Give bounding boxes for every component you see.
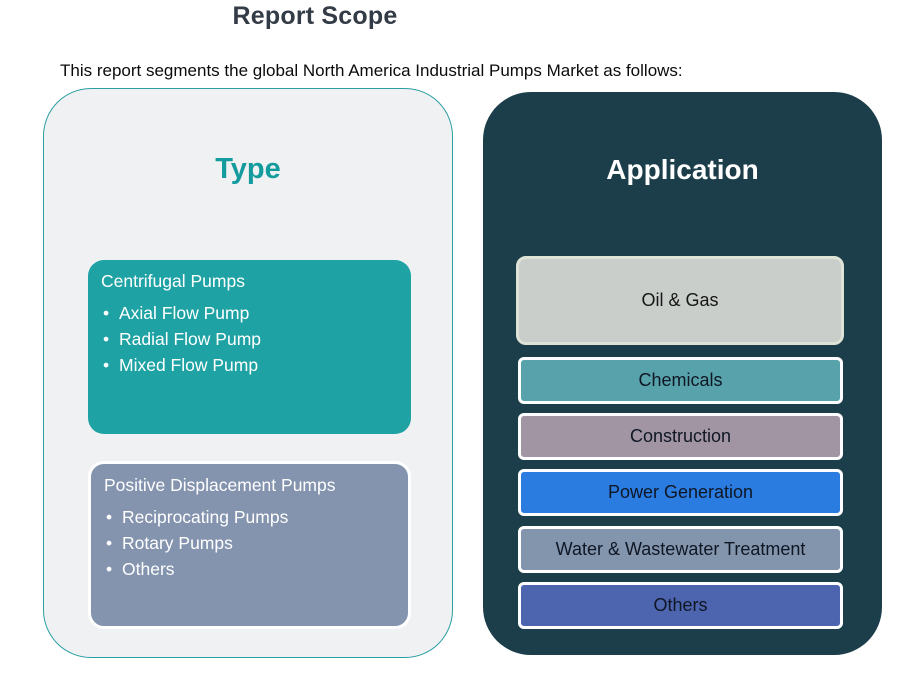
- list-item: Axial Flow Pump: [101, 300, 398, 326]
- positive-displacement-heading: Positive Displacement Pumps: [104, 475, 336, 495]
- positive-displacement-pumps-box: Positive Displacement Pumps Reciprocatin…: [88, 461, 411, 629]
- list-item: Reciprocating Pumps: [104, 504, 395, 530]
- list-item: Others: [104, 556, 395, 582]
- application-panel-title: Application: [606, 154, 759, 185]
- list-item: Mixed Flow Pump: [101, 352, 398, 378]
- list-item: Rotary Pumps: [104, 530, 395, 556]
- application-item-others: Others: [518, 582, 843, 629]
- type-panel-title: Type: [215, 153, 281, 185]
- application-item-construction: Construction: [518, 413, 843, 460]
- centrifugal-pumps-list: Axial Flow Pump Radial Flow Pump Mixed F…: [101, 300, 398, 378]
- positive-displacement-list: Reciprocating Pumps Rotary Pumps Others: [104, 504, 395, 582]
- application-item-power-generation: Power Generation: [518, 469, 843, 516]
- application-item-oil-gas: Oil & Gas: [516, 256, 844, 345]
- list-item: Radial Flow Pump: [101, 326, 398, 352]
- application-item-water-wastewater-treatment: Water & Wastewater Treatment: [518, 526, 843, 573]
- application-panel: Application Oil & Gas Chemicals Construc…: [483, 92, 882, 655]
- centrifugal-pumps-box: Centrifugal Pumps Axial Flow Pump Radial…: [88, 260, 411, 434]
- application-item-chemicals: Chemicals: [518, 357, 843, 404]
- type-panel: Type Centrifugal Pumps Axial Flow Pump R…: [43, 88, 453, 658]
- page-title: Report Scope: [232, 2, 398, 30]
- report-subtitle: This report segments the global North Am…: [60, 61, 683, 80]
- centrifugal-pumps-heading: Centrifugal Pumps: [101, 271, 245, 291]
